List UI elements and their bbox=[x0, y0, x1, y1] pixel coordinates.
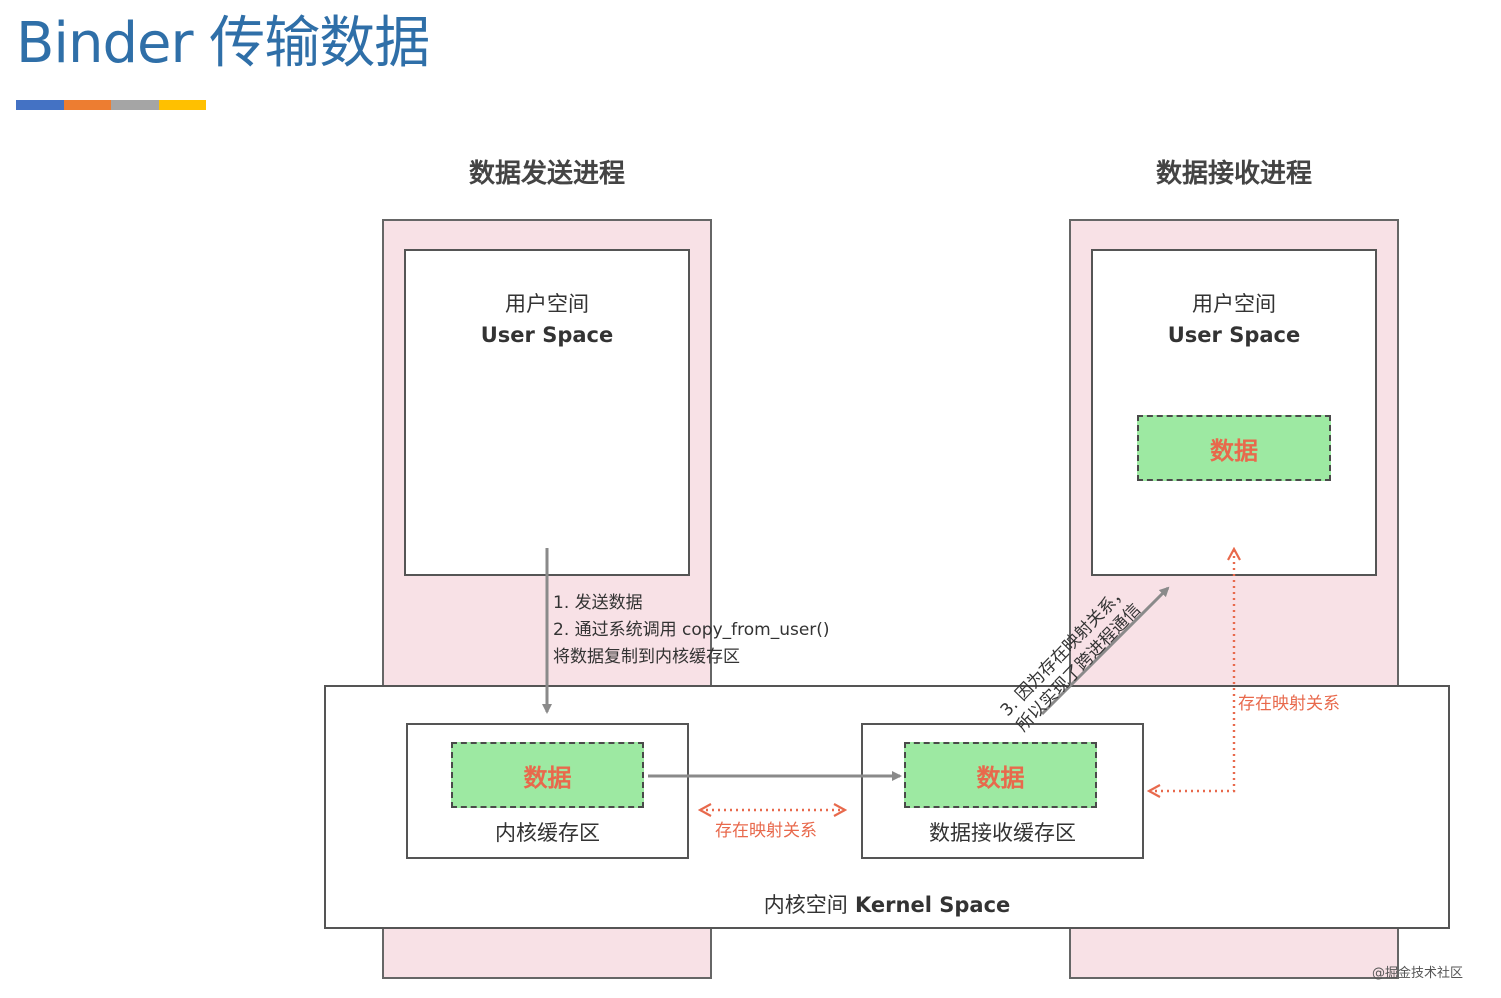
kernel-space-label-en: Kernel Space bbox=[855, 893, 1011, 917]
watermark: @掘金技术社区 bbox=[1372, 966, 1464, 981]
sender-user-space-cn: 用户空间 bbox=[505, 292, 589, 316]
receive-buffer-label: 数据接收缓存区 bbox=[929, 821, 1076, 845]
step-2-text: 2. 通过系统调用 copy_from_user() bbox=[553, 620, 830, 640]
step-1-text: 1. 发送数据 bbox=[553, 593, 643, 613]
kernel-space-label: 内核空间 Kernel Space bbox=[324, 889, 1450, 919]
receive-buffer-data-block: 数据 bbox=[904, 742, 1097, 808]
receiver-user-space-cn: 用户空间 bbox=[1192, 292, 1276, 316]
sender-user-space-label: 用户空间 User Space bbox=[404, 289, 690, 351]
receiver-process-heading: 数据接收进程 bbox=[1155, 159, 1312, 189]
page-title: Binder 传输数据 bbox=[16, 11, 430, 76]
title-underline-yellow bbox=[159, 100, 206, 110]
step-2-continued-text: 将数据复制到内核缓存区 bbox=[553, 647, 740, 667]
title-underline-gray bbox=[111, 100, 159, 110]
kernel-buffer-data-block: 数据 bbox=[451, 742, 644, 808]
step-description: 1. 发送数据 2. 通过系统调用 copy_from_user() 将数据复制… bbox=[553, 590, 830, 671]
receiver-user-space-label: 用户空间 User Space bbox=[1091, 289, 1377, 351]
receiver-data-block: 数据 bbox=[1137, 415, 1331, 481]
kernel-buffer-label: 内核缓存区 bbox=[495, 821, 600, 845]
user-mapping-label: 存在映射关系 bbox=[1238, 694, 1340, 714]
sender-user-space-en: User Space bbox=[480, 323, 614, 347]
title-underline-blue bbox=[16, 100, 64, 110]
title-underline-orange bbox=[64, 100, 111, 110]
sender-process-heading: 数据发送进程 bbox=[468, 159, 625, 189]
receiver-user-space-en: User Space bbox=[1167, 323, 1301, 347]
kernel-space-label-cn: 内核空间 bbox=[763, 893, 848, 917]
receiver-user-space bbox=[1091, 249, 1377, 576]
kernel-mapping-label: 存在映射关系 bbox=[715, 821, 817, 841]
